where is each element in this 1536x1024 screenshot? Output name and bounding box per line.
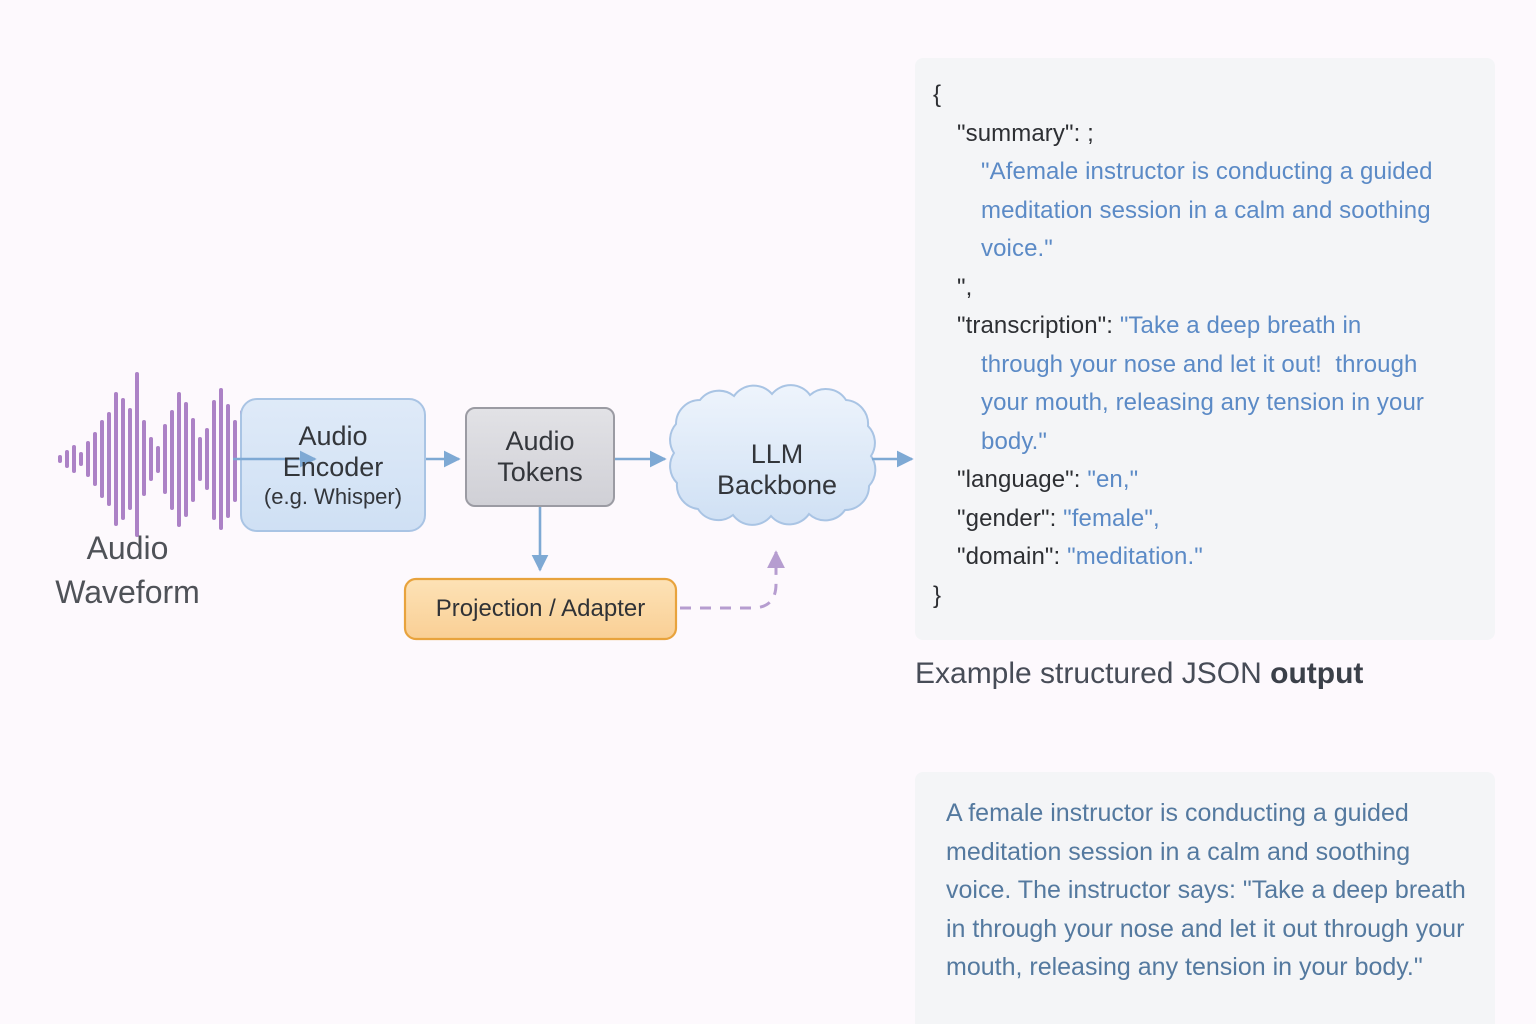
json-key: ", xyxy=(957,273,973,301)
audio-waveform-icon xyxy=(58,372,314,537)
audio-encoder-line3: (e.g. Whisper) xyxy=(263,483,403,509)
audio-encoder-line2: Encoder xyxy=(282,452,384,483)
json-value: body." xyxy=(981,427,1048,455)
json-line: body." xyxy=(933,423,1481,462)
json-output-panel: { "summary": ; "Afemale instructor is cond… xyxy=(915,58,1495,640)
arrow-adapter-to-llm xyxy=(680,550,785,610)
json-line: "transcription": "Take a deep breath in xyxy=(933,307,1481,346)
projection-adapter-label: Projection / Adapter xyxy=(435,595,646,623)
json-key: "transcription": xyxy=(957,312,1120,339)
summary-paragraph-text: A female instructor is conducting a guid… xyxy=(946,799,1466,981)
json-line: ", xyxy=(933,269,1481,308)
summary-paragraph-panel: A female instructor is conducting a guid… xyxy=(915,772,1495,1024)
json-line: "Afemale instructor is conducting a guid… xyxy=(933,153,1481,192)
audio-tokens-label: Audio Tokens xyxy=(466,408,614,506)
json-line: "summary": ; xyxy=(933,115,1481,154)
llm-backbone-line1: LLM xyxy=(750,438,804,469)
audio-waveform-line1: Audio xyxy=(86,529,169,566)
json-value: voice." xyxy=(981,235,1053,262)
audio-tokens-line2: Tokens xyxy=(497,457,583,487)
json-line: your mouth, releasing any tension in you… xyxy=(933,384,1481,423)
json-line: meditation session in a calm and soothin… xyxy=(933,192,1481,231)
json-line: through your nose and let it out! throug… xyxy=(933,346,1481,385)
json-line: voice." xyxy=(933,230,1481,269)
audio-encoder-label: Audio Encoder (e.g. Whisper) xyxy=(241,399,425,531)
json-line: { xyxy=(933,76,1481,115)
json-value: through your nose and let it out! throug… xyxy=(981,350,1418,378)
json-line: "language": "en," xyxy=(933,461,1481,500)
audio-waveform-line2: Waveform xyxy=(55,574,200,610)
audio-waveform-label: Audio Waveform xyxy=(25,520,230,620)
json-key: "domain": xyxy=(957,543,1068,570)
llm-backbone-cloud xyxy=(669,384,877,526)
json-line: "domain": "meditation." xyxy=(933,538,1481,577)
json-key: { xyxy=(933,81,942,108)
json-key: "gender": xyxy=(957,504,1064,532)
audio-tokens-line1: Audio xyxy=(505,425,575,456)
json-value: "Take a deep breath in xyxy=(1119,312,1362,339)
json-output-caption: Example structured JSON output xyxy=(915,657,1515,691)
projection-adapter-box xyxy=(403,577,678,641)
json-key: "summary": ; xyxy=(957,119,1094,147)
json-value: "en," xyxy=(1087,466,1139,493)
audio-encoder-box xyxy=(240,398,426,532)
caption-normal-text: Example structured JSON xyxy=(915,657,1271,690)
llm-backbone-line2: Backbone xyxy=(716,470,838,500)
json-value: your mouth, releasing any tension in you… xyxy=(981,389,1425,416)
json-line: "gender": "female", xyxy=(933,500,1481,539)
json-line: } xyxy=(933,577,1481,616)
caption-bold-text: output xyxy=(1270,657,1364,690)
llm-backbone-label: LLM Backbone xyxy=(678,406,876,534)
json-key: } xyxy=(933,581,942,609)
json-value: "Afemale instructor is conducting a guid… xyxy=(981,158,1433,185)
json-value: "female", xyxy=(1063,504,1160,532)
json-value: meditation session in a calm and soothin… xyxy=(981,196,1431,224)
json-key: "language": xyxy=(957,466,1088,493)
json-output-text: { "summary": ; "Afemale instructor is cond… xyxy=(933,76,1481,615)
json-value: "meditation." xyxy=(1067,543,1203,570)
audio-encoder-line1: Audio xyxy=(298,420,368,451)
audio-tokens-box xyxy=(465,407,615,507)
